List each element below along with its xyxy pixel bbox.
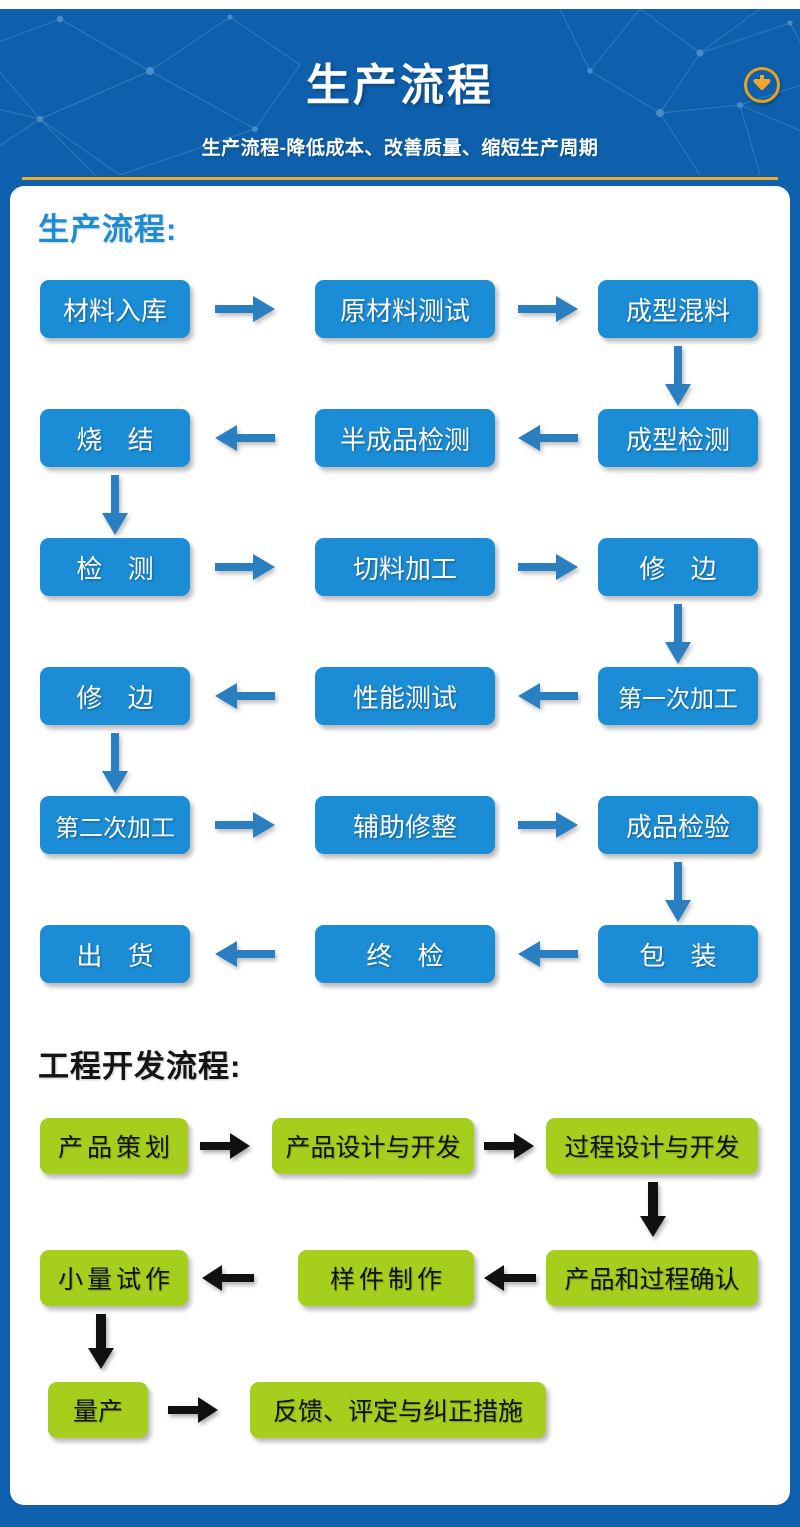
node-shipping[interactable]: 出 货 [40, 925, 190, 983]
arrow-right-icon [215, 296, 277, 322]
section-heading-production: 生产流程: [38, 212, 178, 247]
content-card: 生产流程: 材料入库 原材料测试 成型混料 烧 结 半成品检 [10, 186, 790, 1505]
page-title: 生产流程 [306, 61, 494, 110]
arrow-left-icon [518, 425, 580, 451]
arrow-right-icon [484, 1133, 536, 1159]
node-product-process-validation[interactable]: 产品和过程确认 [546, 1250, 758, 1306]
arrow-down-icon [640, 1182, 666, 1238]
node-packaging[interactable]: 包 装 [598, 925, 758, 983]
arrow-down-icon [102, 475, 128, 537]
arrow-right-icon [215, 554, 277, 580]
network-pattern-decoration [0, 9, 800, 175]
arrow-down-icon [665, 604, 691, 666]
node-first-machining[interactable]: 第一次加工 [598, 667, 758, 725]
page-header: 生产流程 生产流程-降低成本、改善质量、缩短生产周期 [0, 9, 800, 175]
node-cutting-processing[interactable]: 切料加工 [315, 538, 495, 596]
arrow-down-icon [665, 346, 691, 408]
node-forming-inspection[interactable]: 成型检测 [598, 409, 758, 467]
arrow-left-icon [484, 1265, 538, 1291]
node-small-batch-trial[interactable]: 小量试作 [40, 1250, 188, 1306]
header-gold-divider [22, 177, 778, 180]
section-heading-engineering: 工程开发流程: [38, 1049, 242, 1084]
arrow-right-icon [215, 812, 277, 838]
arrow-left-icon [518, 683, 580, 709]
node-raw-material-test[interactable]: 原材料测试 [315, 280, 495, 338]
node-semi-finished-inspection[interactable]: 半成品检测 [315, 409, 495, 467]
arrow-left-icon [215, 425, 277, 451]
node-trimming-1[interactable]: 修 边 [598, 538, 758, 596]
node-inspection[interactable]: 检 测 [40, 538, 190, 596]
node-forming-mixing[interactable]: 成型混料 [598, 280, 758, 338]
arrow-right-icon [518, 812, 580, 838]
arrow-right-icon [518, 296, 580, 322]
arrow-right-icon [168, 1397, 220, 1423]
arrow-down-icon [102, 733, 128, 795]
node-sample-making[interactable]: 样件制作 [298, 1250, 474, 1306]
node-product-planning[interactable]: 产品策划 [40, 1118, 188, 1174]
node-second-machining[interactable]: 第二次加工 [40, 796, 190, 854]
footer-blue-band [0, 1505, 800, 1527]
arrow-right-icon [518, 554, 580, 580]
node-feedback-assessment-corrective[interactable]: 反馈、评定与纠正措施 [250, 1382, 546, 1438]
arrow-left-icon [215, 683, 277, 709]
arrow-down-icon [665, 862, 691, 924]
node-material-inbound[interactable]: 材料入库 [40, 280, 190, 338]
arrow-left-icon [215, 941, 277, 967]
page-subtitle: 生产流程-降低成本、改善质量、缩短生产周期 [201, 138, 599, 159]
node-final-inspection[interactable]: 终 检 [315, 925, 495, 983]
arrow-right-icon [200, 1133, 252, 1159]
node-product-design-development[interactable]: 产品设计与开发 [272, 1118, 474, 1174]
node-performance-test[interactable]: 性能测试 [315, 667, 495, 725]
download-circle-icon[interactable] [744, 67, 780, 103]
arrow-down-icon [88, 1314, 114, 1370]
node-trimming-2[interactable]: 修 边 [40, 667, 190, 725]
node-finished-inspection[interactable]: 成品检验 [598, 796, 758, 854]
arrow-left-icon [202, 1265, 256, 1291]
node-sintering[interactable]: 烧 结 [40, 409, 190, 467]
node-auxiliary-trimming[interactable]: 辅助修整 [315, 796, 495, 854]
node-process-design-development[interactable]: 过程设计与开发 [546, 1118, 758, 1174]
node-mass-production[interactable]: 量产 [48, 1382, 148, 1438]
top-white-strip [0, 0, 800, 9]
arrow-left-icon [518, 941, 580, 967]
